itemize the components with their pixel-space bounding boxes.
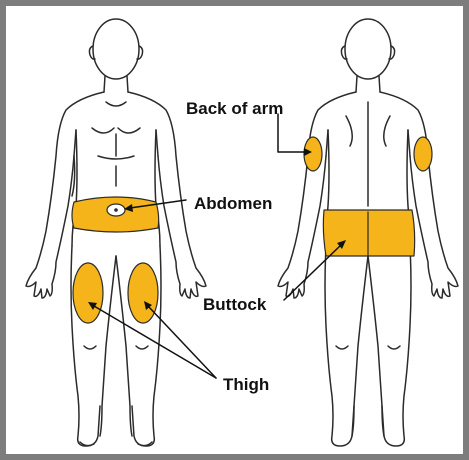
right-back-arm-site — [414, 137, 432, 171]
pointer-arrows — [88, 114, 346, 378]
left-thigh-site — [73, 263, 103, 323]
back-of-arm-label: Back of arm — [186, 100, 283, 117]
back-head — [345, 19, 391, 79]
abdomen-label: Abdomen — [194, 195, 272, 212]
front-head — [93, 19, 139, 79]
right-thigh-site — [128, 263, 158, 323]
arrow-thigh-right — [148, 306, 216, 378]
arrow-thigh-left — [94, 306, 216, 378]
thigh-label: Thigh — [223, 376, 269, 393]
buttock-label: Buttock — [203, 296, 266, 313]
arrow-back-of-arm — [278, 114, 306, 152]
